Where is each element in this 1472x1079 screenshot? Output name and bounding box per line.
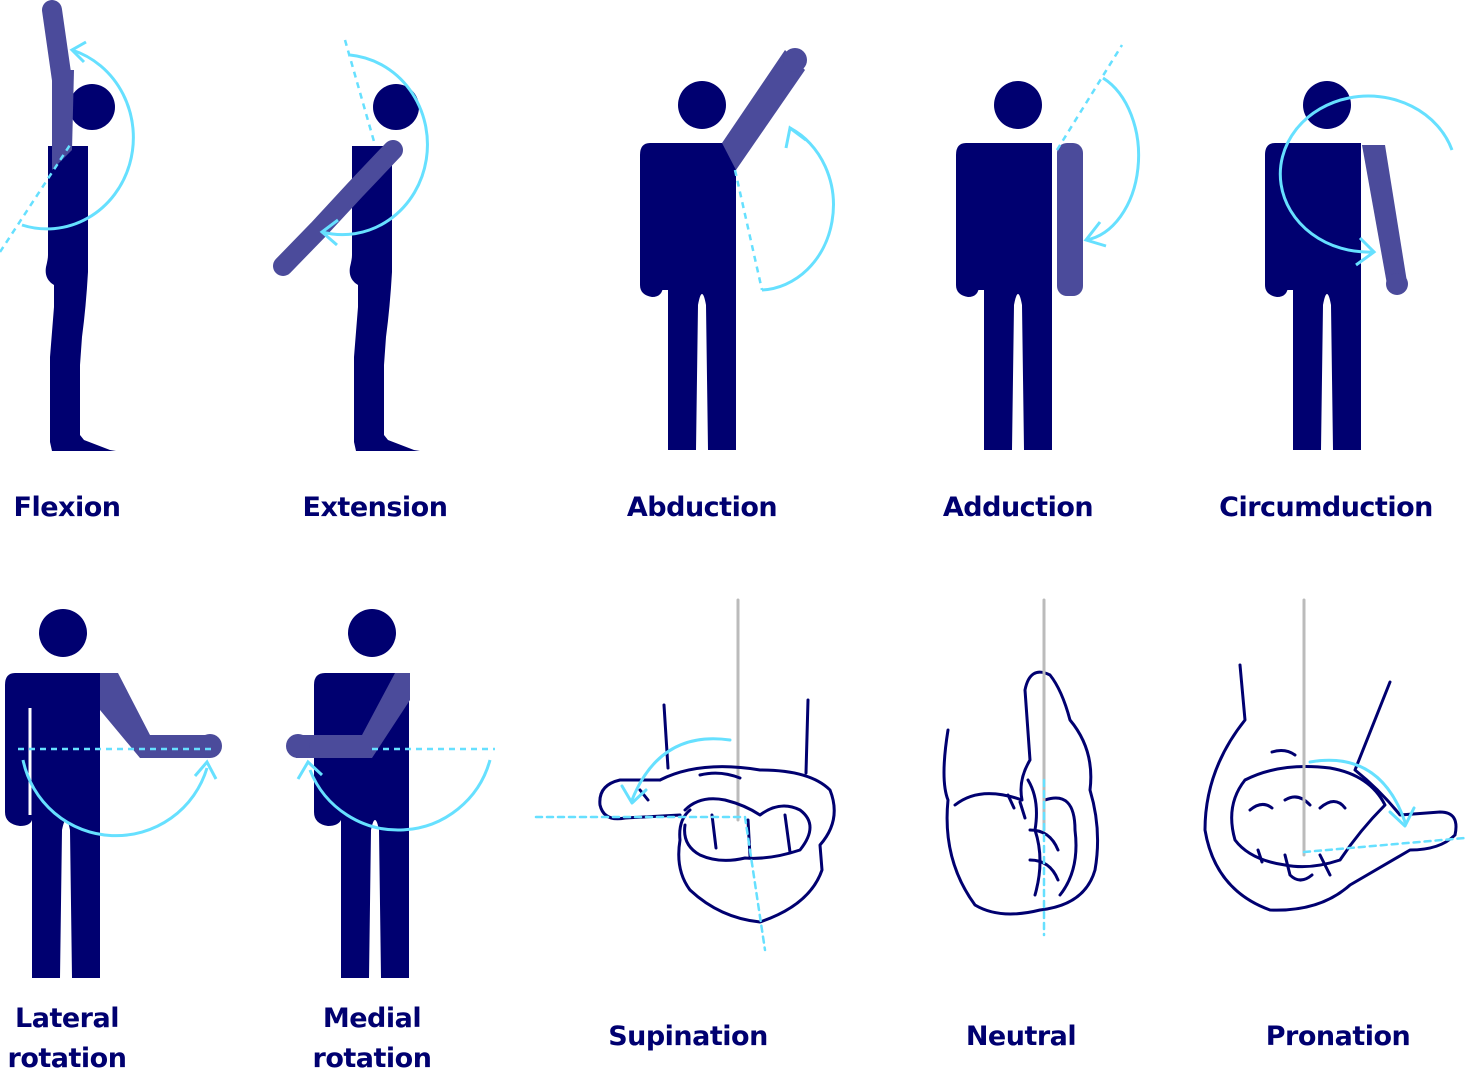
circumduction-figure [1265, 81, 1454, 450]
pronation-hand [1203, 598, 1467, 912]
label-line: Medial [322, 1003, 422, 1034]
label-line: rotation [7, 1043, 127, 1074]
neutral-hand [942, 598, 1100, 937]
label-lateral-rotation: Lateral rotation [0, 999, 134, 1079]
label-supination: Supination [608, 1021, 768, 1052]
supination-hand [534, 598, 836, 952]
label-abduction: Abduction [626, 492, 778, 523]
label-extension: Extension [302, 492, 448, 523]
label-adduction: Adduction [942, 492, 1094, 523]
adduction-figure [956, 44, 1141, 450]
label-neutral: Neutral [965, 1021, 1077, 1052]
lateral-rotation-figure [5, 609, 222, 978]
extension-figure [273, 39, 429, 451]
medial-rotation-figure [286, 609, 495, 978]
label-line: Lateral [15, 1003, 119, 1034]
label-medial-rotation: Medial rotation [302, 999, 442, 1079]
abduction-figure [640, 48, 835, 450]
flexion-figure [0, 0, 135, 451]
label-pronation: Pronation [1265, 1021, 1411, 1052]
label-circumduction: Circumduction [1219, 492, 1433, 523]
label-line: rotation [312, 1043, 432, 1074]
label-flexion: Flexion [13, 492, 121, 523]
